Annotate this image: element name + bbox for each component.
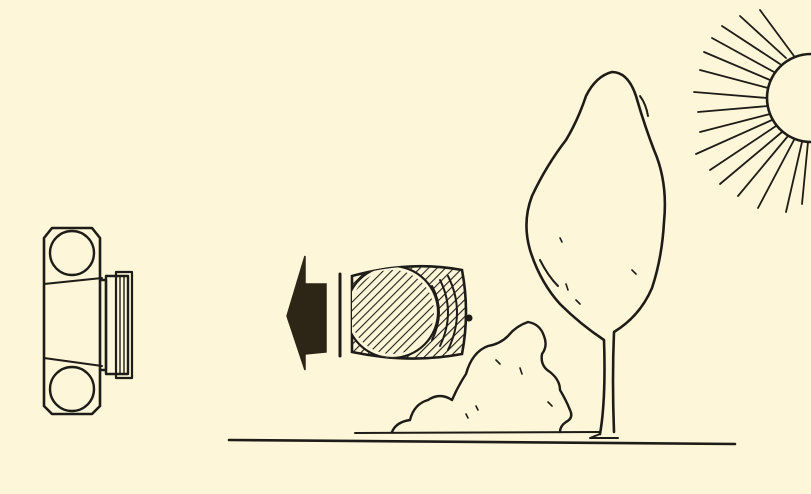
filter-icon <box>346 266 473 359</box>
camera-lens <box>100 272 132 378</box>
